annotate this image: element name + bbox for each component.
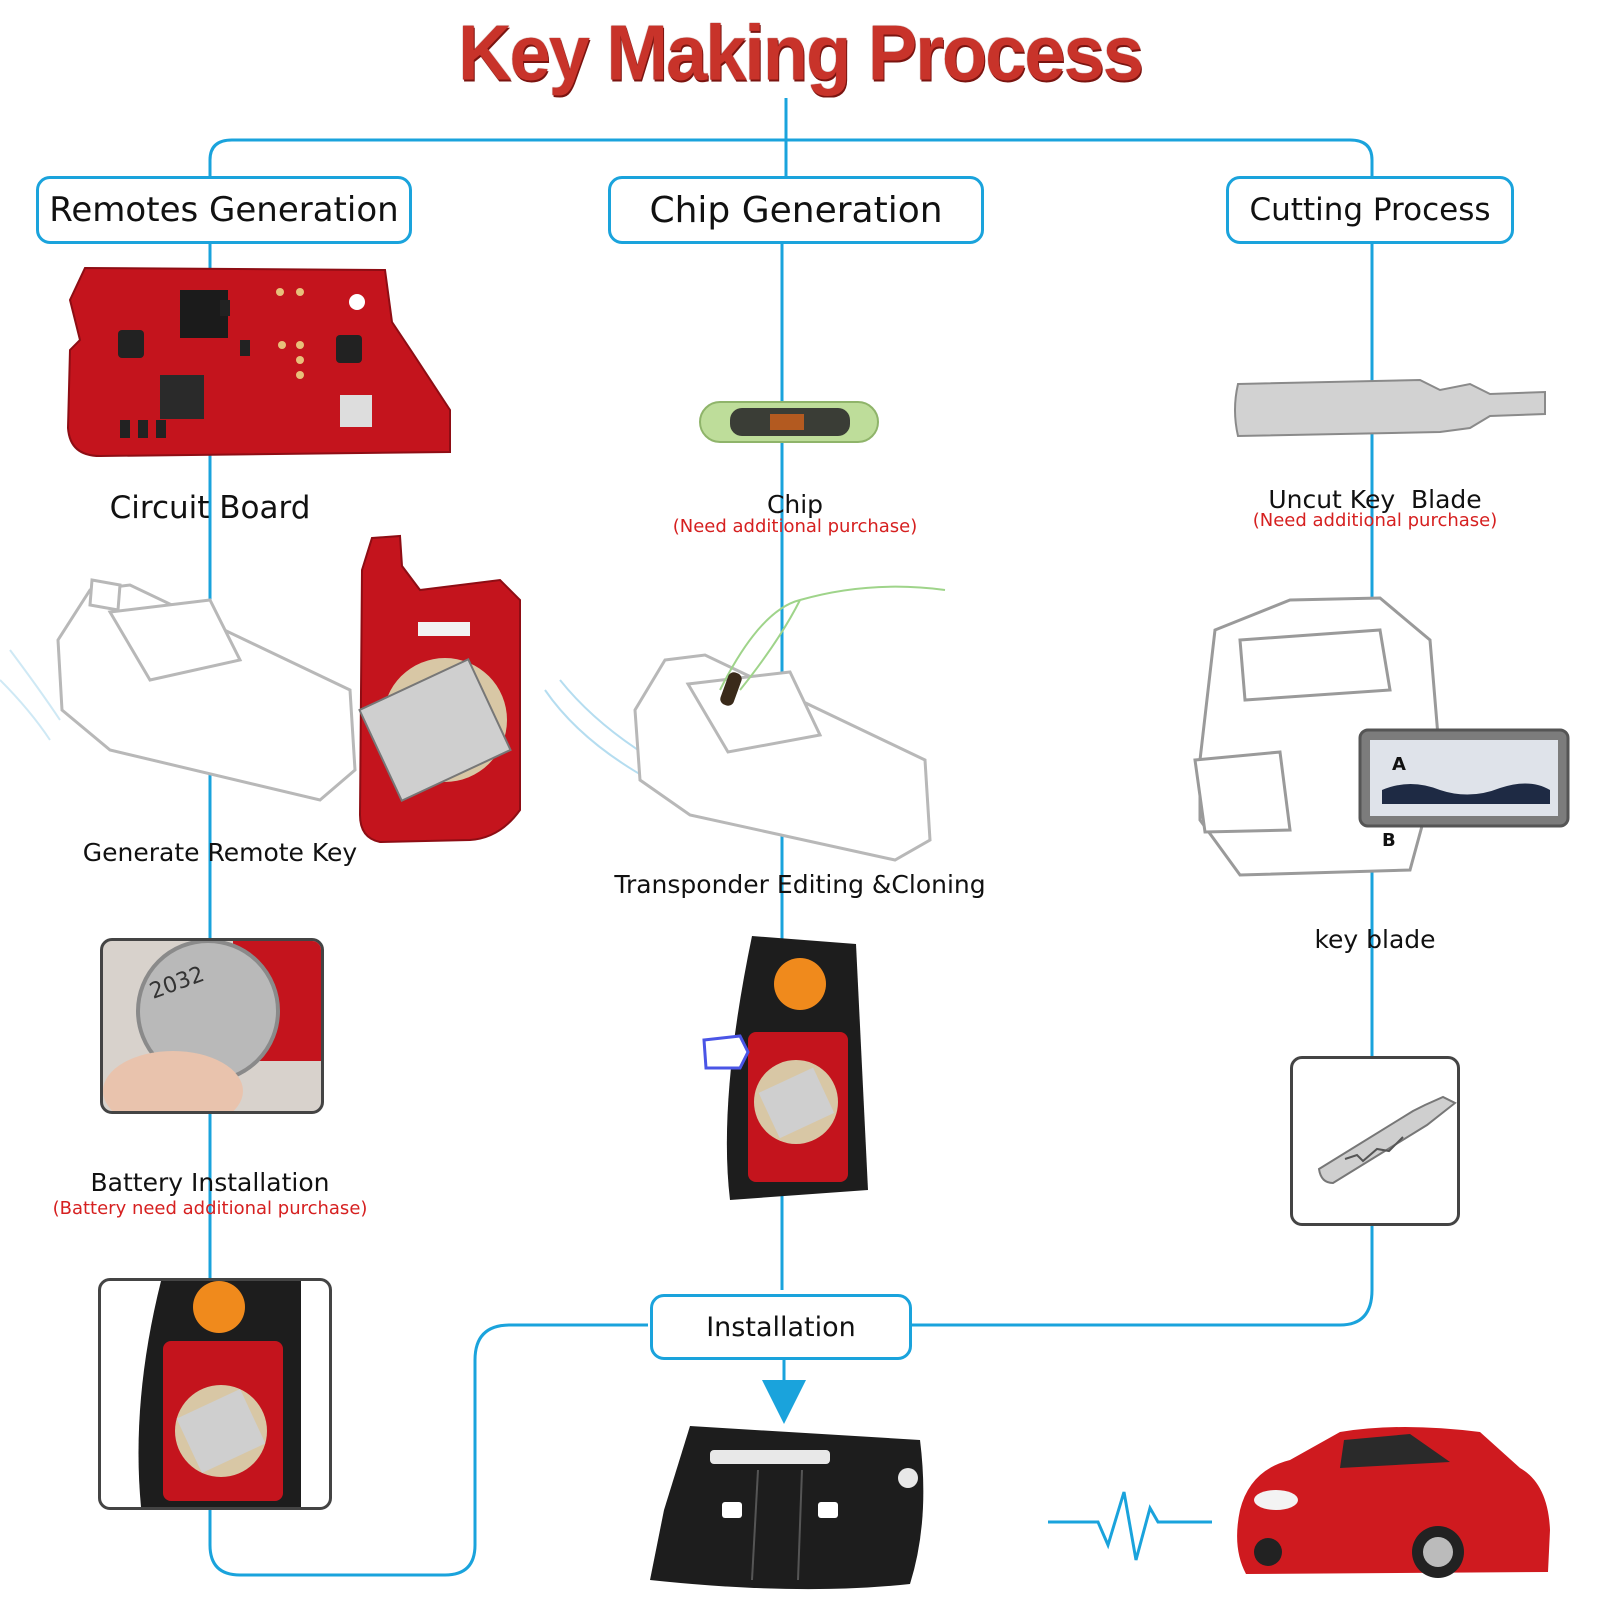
remotes-generation-label: Remotes Generation: [49, 190, 399, 230]
battery-installation-label: Battery Installation: [90, 1168, 330, 1197]
remote-assembly-photo: [98, 1278, 332, 1510]
down-arrow-icon: [762, 1380, 806, 1424]
chip-label: Chip: [766, 490, 824, 519]
generate-remote-key-label: Generate Remote Key: [82, 838, 358, 867]
cutting-process-header: Cutting Process: [1226, 176, 1514, 244]
page-title: Key Making Process: [458, 8, 1144, 97]
chip-note: (Need additional purchase): [672, 516, 918, 537]
battery-installation-note: (Battery need additional purchase): [52, 1198, 368, 1219]
installation-box: Installation: [650, 1294, 912, 1360]
uncut-key-blade-note: (Need additional purchase): [1252, 510, 1498, 531]
flip-key-open-image: [138, 1281, 301, 1507]
battery-installation-photo: 2032: [100, 938, 324, 1114]
installation-label: Installation: [706, 1311, 856, 1343]
uncut-key-blade-label: Uncut Key Blade: [1268, 485, 1482, 514]
remotes-generation-header: Remotes Generation: [36, 176, 412, 244]
remotes-bottom-loop-line: [208, 1323, 648, 1577]
cutting-column-line: [902, 240, 1374, 1327]
cut-key-blade-photo: [1290, 1056, 1460, 1226]
transponder-editing-cloning-label: Transponder Editing &Cloning: [614, 870, 986, 899]
heartbeat-icon: [1048, 1491, 1212, 1561]
chip-generation-header: Chip Generation: [608, 176, 984, 244]
key-blade-label: key blade: [1314, 925, 1436, 954]
circuit-board-label: Circuit Board: [109, 490, 311, 526]
cutting-process-label: Cutting Process: [1249, 192, 1491, 228]
coin-battery-image: 2032: [103, 941, 321, 1111]
cut-key-blade-image: [1317, 1095, 1457, 1185]
chip-generation-label: Chip Generation: [649, 189, 943, 231]
top-branch-line: [208, 138, 1374, 176]
